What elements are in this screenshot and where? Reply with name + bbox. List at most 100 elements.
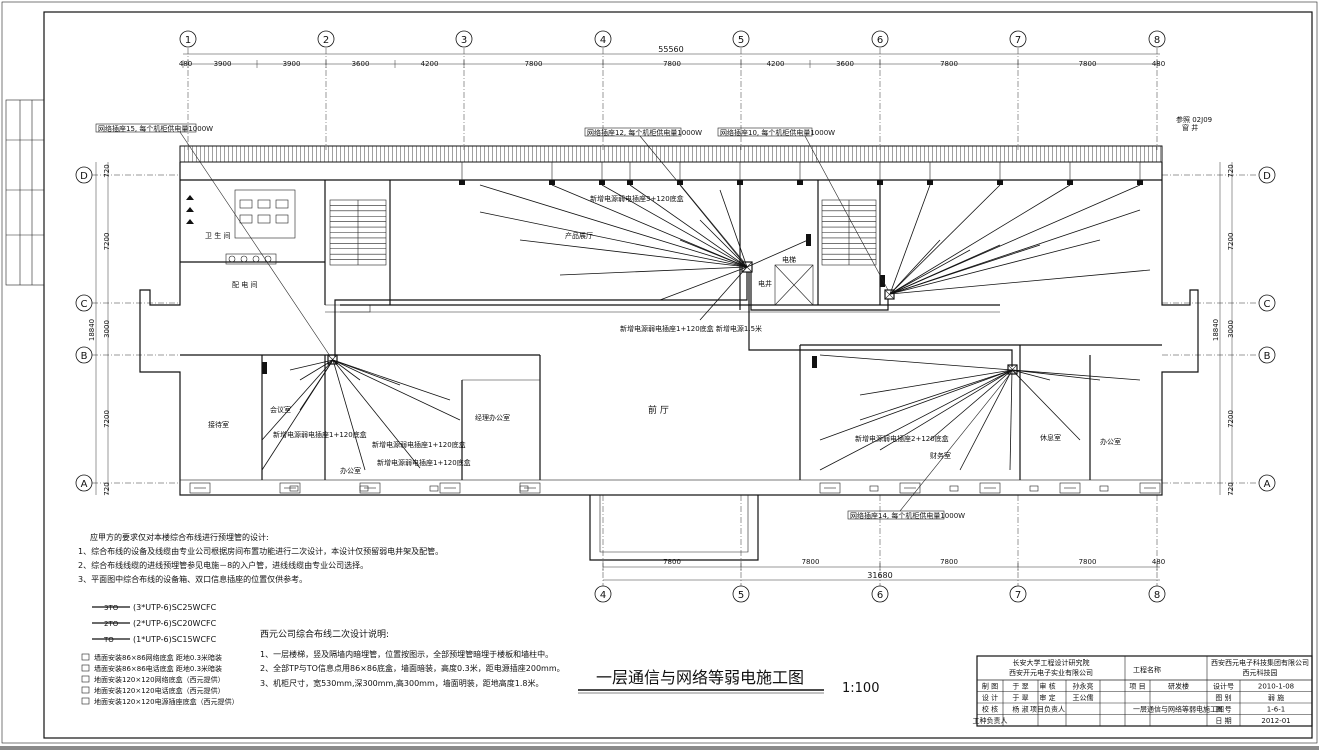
drawing-scale: 1:100 bbox=[842, 681, 879, 696]
axis-bubble-top-1: 1 bbox=[179, 30, 197, 48]
axis-bubble-right-C: C bbox=[1258, 294, 1276, 312]
axis-bubble-left-B: B bbox=[75, 346, 93, 364]
svg-text:电井: 电井 bbox=[758, 279, 772, 288]
svg-text:(1*UTP-6)SC15WCFC: (1*UTP-6)SC15WCFC bbox=[133, 635, 217, 644]
backbone-cables bbox=[334, 272, 1013, 367]
side-dim-r4: 720 bbox=[1227, 482, 1235, 495]
svg-text:C: C bbox=[81, 299, 88, 310]
svg-text:西安开元电子实业有限公司: 西安开元电子实业有限公司 bbox=[1009, 668, 1093, 677]
axis-bubble-top-8: 8 bbox=[1148, 30, 1166, 48]
legend-line-1: 2TO (2*UTP-6)SC20WCFC bbox=[92, 619, 217, 628]
svg-text:长安大学工程设计研究院: 长安大学工程设计研究院 bbox=[1013, 658, 1090, 667]
legend-symbol-4: 地面安装120×120电源插座底盒（西元提供） bbox=[81, 697, 239, 706]
top-dimensions: 55560 bbox=[183, 45, 1160, 65]
svg-text:地面安装120×120电源插座底盒（西元提供）: 地面安装120×120电源插座底盒（西元提供） bbox=[94, 697, 239, 706]
svg-text:A: A bbox=[1264, 479, 1271, 490]
legend-symbol-3: 地面安装120×120电话底盒（西元提供） bbox=[81, 686, 225, 695]
stair-west bbox=[329, 199, 387, 266]
svg-text:(2*UTP-6)SC20WCFC: (2*UTP-6)SC20WCFC bbox=[133, 619, 217, 628]
svg-text:4: 4 bbox=[600, 35, 606, 46]
axis-bubble-top-2: 2 bbox=[317, 30, 335, 48]
svg-text:8: 8 bbox=[1154, 590, 1160, 601]
side-dim-l0: 720 bbox=[103, 164, 111, 177]
inner-frame bbox=[43, 11, 1313, 739]
svg-text:网络插座10, 每个机柜供电量1000W: 网络插座10, 每个机柜供电量1000W bbox=[720, 128, 835, 137]
network-cabinets bbox=[262, 234, 1018, 375]
title-cell-2-8: 图 号 bbox=[1215, 706, 1231, 714]
top-dim-9: 7800 bbox=[940, 60, 958, 68]
svg-text:1: 1 bbox=[185, 35, 191, 46]
svg-text:(3*UTP-6)SC25WCFC: (3*UTP-6)SC25WCFC bbox=[133, 603, 217, 612]
bottom-dimensions: 31680 bbox=[603, 566, 1160, 581]
top-dim-10: 7800 bbox=[1079, 60, 1097, 68]
legend-line-0: 3TO (3*UTP-6)SC25WCFC bbox=[92, 603, 217, 612]
svg-text:墙面安装86×86网络底盒 距地0.3米暗装: 墙面安装86×86网络底盒 距地0.3米暗装 bbox=[94, 653, 222, 662]
ref-label: 参照 02J09 bbox=[1176, 115, 1212, 124]
svg-text:新增电源弱电插座2+120底盒: 新增电源弱电插座2+120底盒 bbox=[855, 434, 949, 443]
svg-text:D: D bbox=[80, 171, 88, 182]
svg-text:配 电 间: 配 电 间 bbox=[232, 280, 257, 289]
svg-text:新增电源弱电插座1+120底盒: 新增电源弱电插座1+120底盒 bbox=[377, 458, 471, 467]
svg-text:新增电源弱电插座1+120底盒: 新增电源弱电插座1+120底盒 bbox=[372, 440, 466, 449]
side-dim-r3: 7200 bbox=[1227, 410, 1235, 428]
svg-text:2、全部TP与TO信息点用86×86底盒，墙面暗装，高度0.: 2、全部TP与TO信息点用86×86底盒，墙面暗装，高度0.3米，距电源插座20… bbox=[260, 663, 565, 673]
axis-bubble-left-C: C bbox=[75, 294, 93, 312]
side-dim-l3: 7200 bbox=[103, 410, 111, 428]
title-cell-1-9: 弱 施 bbox=[1268, 693, 1284, 702]
title-cell-2-9: 1-6-1 bbox=[1267, 706, 1285, 714]
title-cell-2-0: 校 核 bbox=[982, 705, 998, 714]
svg-text:6: 6 bbox=[877, 590, 883, 601]
svg-text:2TO: 2TO bbox=[104, 620, 119, 628]
side-dim-r2: 3000 bbox=[1227, 320, 1235, 338]
side-dim-l1: 7200 bbox=[103, 233, 111, 251]
legend-symbol-0: 墙面安装86×86网络底盒 距地0.3米暗装 bbox=[81, 653, 222, 662]
title-cell-3-9: 2012-01 bbox=[1261, 717, 1290, 725]
title-cell-1-8: 图 别 bbox=[1215, 693, 1231, 702]
svg-text:网络插座12, 每个机柜供电量1000W: 网络插座12, 每个机柜供电量1000W bbox=[587, 128, 702, 137]
title-cell-2-7: 一层通信与网络等弱电施工图 bbox=[1133, 705, 1224, 714]
svg-text:工程名称: 工程名称 bbox=[1133, 665, 1161, 674]
axis-bubble-bottom-8: 8 bbox=[1148, 585, 1166, 603]
axis-bubble-top-5: 5 bbox=[732, 30, 750, 48]
svg-text:2: 2 bbox=[323, 35, 329, 46]
svg-text:3、平面图中综合布线的设备箱、双口信息插座的位置仅供参考。: 3、平面图中综合布线的设备箱、双口信息插座的位置仅供参考。 bbox=[78, 574, 307, 584]
svg-text:新增电源弱电插座1+120底盒 新增电源1.5米: 新增电源弱电插座1+120底盒 新增电源1.5米 bbox=[620, 324, 762, 333]
svg-text:应甲方的要求仅对本楼综合布线进行预埋管的设计:: 应甲方的要求仅对本楼综合布线进行预埋管的设计: bbox=[90, 532, 269, 542]
svg-text:办公室: 办公室 bbox=[340, 466, 361, 475]
axis-bubble-right-D: D bbox=[1258, 166, 1276, 184]
title-cell-1-4: 王公儒 bbox=[1073, 693, 1094, 702]
callout-nw: 网络插座15, 每个机柜供电量1000W bbox=[95, 123, 331, 357]
axis-bubble-bottom-4: 4 bbox=[594, 585, 612, 603]
side-total-dim-l: 18840 bbox=[88, 319, 96, 341]
svg-text:3、机柜尺寸，宽530mm,深300mm,高300mm，墙面: 3、机柜尺寸，宽530mm,深300mm,高300mm，墙面明装，距地高度1.8… bbox=[260, 678, 543, 688]
side-dim-r0: 720 bbox=[1227, 164, 1235, 177]
axis-bubble-top-7: 7 bbox=[1009, 30, 1027, 48]
svg-text:办公室: 办公室 bbox=[1100, 437, 1121, 446]
svg-text:D: D bbox=[1263, 171, 1271, 182]
svg-text:接待室: 接待室 bbox=[208, 420, 229, 429]
top-dim-8: 3600 bbox=[836, 60, 854, 68]
side-total-dim-r: 18840 bbox=[1212, 319, 1220, 341]
cable-runs bbox=[261, 184, 1151, 471]
top-dim-4: 4200 bbox=[421, 60, 439, 68]
legend: 3TO (3*UTP-6)SC25WCFC 2TO (2*UTP-6)SC20WCFC… bbox=[81, 603, 239, 706]
svg-text:7: 7 bbox=[1015, 35, 1021, 46]
axis-bubble-right-B: B bbox=[1258, 346, 1276, 364]
svg-text:6: 6 bbox=[877, 35, 883, 46]
top-dim-3: 3600 bbox=[352, 60, 370, 68]
title-cell-0-0: 制 图 bbox=[982, 682, 998, 691]
svg-text:5: 5 bbox=[738, 35, 744, 46]
svg-text:地面安装120×120电话底盒（西元提供）: 地面安装120×120电话底盒（西元提供） bbox=[94, 686, 225, 695]
top-dim-5: 7800 bbox=[525, 60, 543, 68]
svg-text:3TO: 3TO bbox=[104, 604, 119, 612]
top-dim-2: 3900 bbox=[283, 60, 301, 68]
legend-line-2: TO(1*UTP-6)SC15WCFC bbox=[92, 635, 217, 644]
top-dim-6: 7800 bbox=[663, 60, 681, 68]
axis-bubble-top-4: 4 bbox=[594, 30, 612, 48]
title-cell-0-8: 设计号 bbox=[1213, 682, 1234, 691]
svg-text:墙面安装86×86电话底盒 距地0.3米暗装: 墙面安装86×86电话底盒 距地0.3米暗装 bbox=[94, 664, 222, 673]
side-dim-l4: 720 bbox=[103, 482, 111, 495]
svg-text:C: C bbox=[1264, 299, 1271, 310]
axis-bubble-top-6: 6 bbox=[871, 30, 889, 48]
